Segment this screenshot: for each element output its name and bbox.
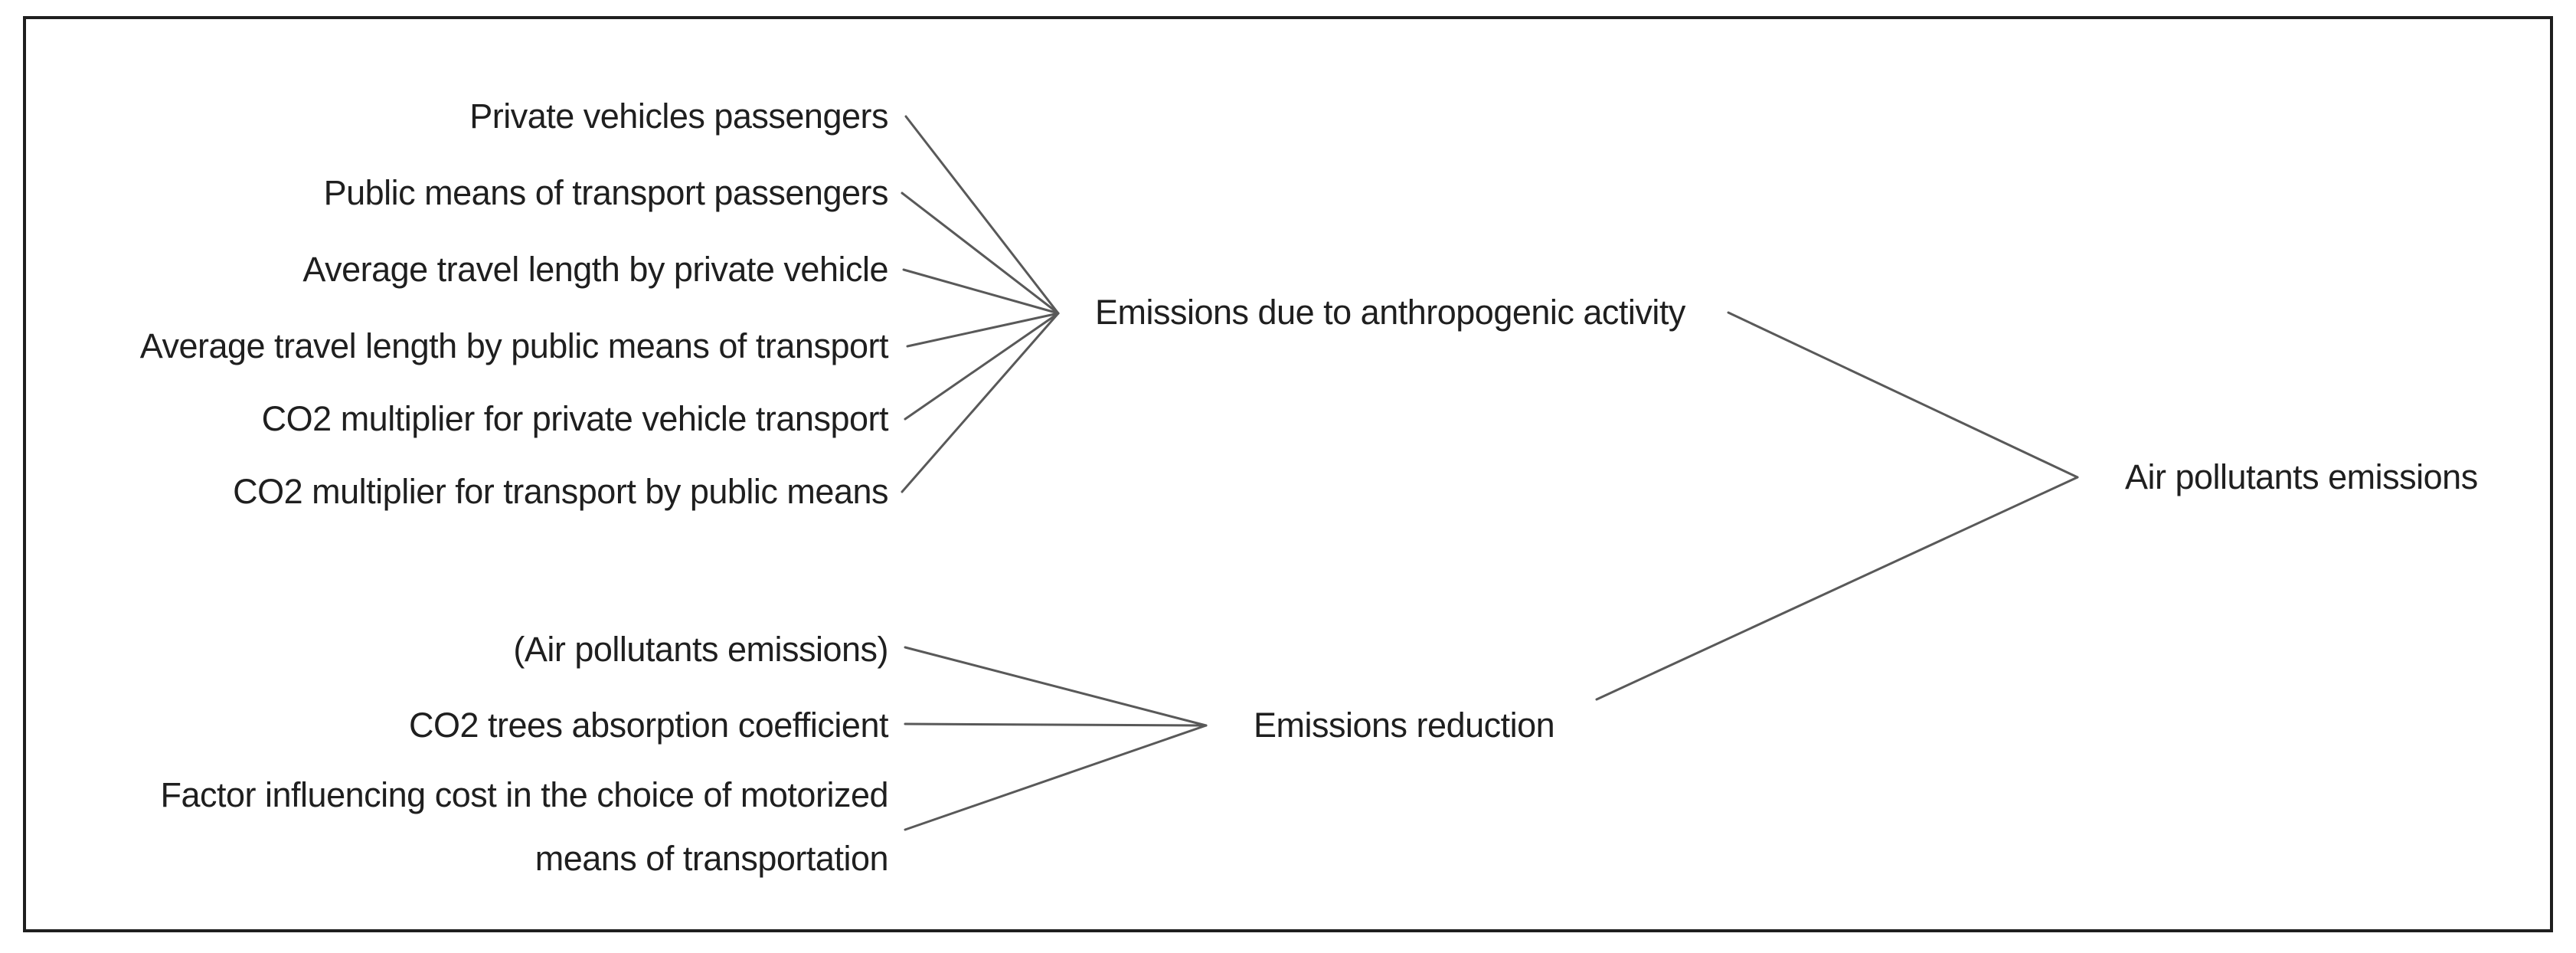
edge-avg-travel-length-private: [902, 268, 1060, 315]
source-label-co2-trees-absorption: CO2 trees absorption coefficient: [408, 706, 889, 745]
source-label-public-transport-passengers: Public means of transport passengers: [323, 173, 889, 212]
edge-private-vehicles-passengers: [904, 115, 1060, 315]
edge-reduction-to-output: [1595, 476, 2079, 701]
edge-cost-factor: [904, 724, 1208, 831]
node-air-pollutants-emissions: Air pollutants emissions: [2125, 457, 2478, 496]
source-label-cost-factor: Factor influencing cost in the choice of…: [160, 775, 889, 878]
diagram-border: [23, 16, 2553, 932]
edge-co2-multiplier-public: [901, 312, 1060, 493]
node-emissions-anthropogenic: Emissions due to anthropogenic activity: [1095, 293, 1685, 332]
edge-anthropogenic-to-output: [1727, 311, 2079, 479]
source-label-air-pollutants-feedback: (Air pollutants emissions): [513, 630, 888, 669]
edge-co2-multiplier-private: [904, 312, 1060, 421]
source-label-avg-travel-length-public: Average travel length by public means of…: [139, 326, 889, 365]
source-label-co2-multiplier-private: CO2 multiplier for private vehicle trans…: [261, 399, 889, 438]
edge-co2-trees-absorption: [904, 722, 1208, 727]
source-label-private-vehicles-passengers: Private vehicles passengers: [469, 97, 888, 136]
node-emissions-reduction: Emissions reduction: [1254, 706, 1555, 745]
edge-avg-travel-length-public: [906, 312, 1060, 348]
edge-air-pollutants-feedback: [904, 646, 1208, 727]
edge-public-transport-passengers: [901, 192, 1060, 315]
source-label-co2-multiplier-public: CO2 multiplier for transport by public m…: [233, 472, 888, 511]
source-label-avg-travel-length-private: Average travel length by private vehicle: [302, 250, 888, 289]
